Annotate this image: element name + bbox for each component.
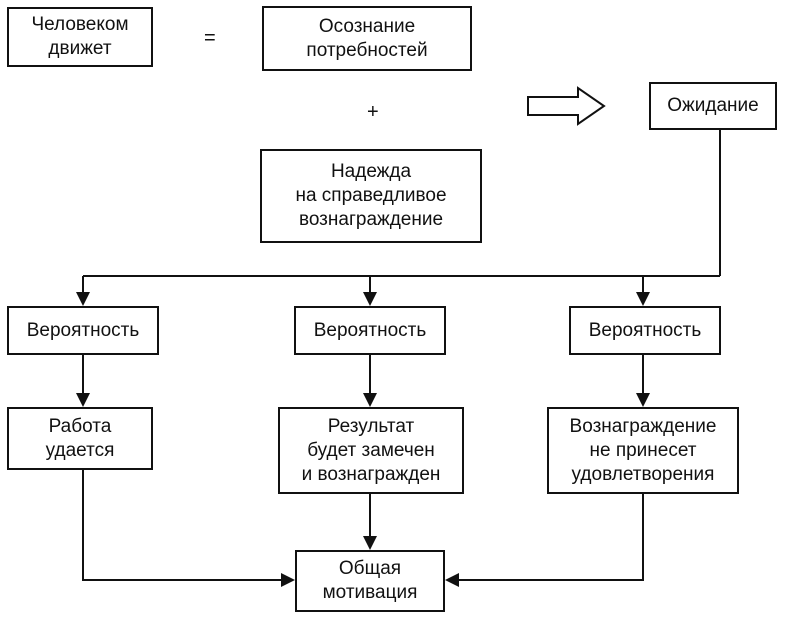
connector-work-to-total: [82, 470, 281, 581]
motivates-box: Человеком движет: [7, 7, 153, 67]
work-succeeds-box: Работа удается: [7, 407, 153, 470]
connector-reward-to-total: [459, 494, 644, 581]
plus-sign: +: [367, 101, 379, 123]
reward-unsatisfying-box: Вознаграждение не принесет удовлетворени…: [547, 407, 739, 494]
arrowhead-work: [76, 393, 90, 407]
expectation-box: Ожидание: [649, 82, 777, 130]
result-noticed-box: Результат будет замечен и вознагражден: [278, 407, 464, 494]
total-motivation-box: Общая мотивация: [295, 550, 445, 612]
probability-box-3: Вероятность: [569, 306, 721, 355]
arrowhead-result: [363, 393, 377, 407]
arrowhead-reward: [636, 393, 650, 407]
probability-box-1: Вероятность: [7, 306, 159, 355]
arrowhead-prob2: [363, 292, 377, 306]
arrowhead-prob1: [76, 292, 90, 306]
arrowhead-total-left: [281, 573, 295, 587]
hollow-arrow-to-expectation: [527, 86, 606, 126]
arrowhead-total-right: [445, 573, 459, 587]
arrowhead-total-top: [363, 536, 377, 550]
hope-box: Надежда на справедливое вознаграждение: [260, 149, 482, 243]
equals-sign: =: [204, 27, 216, 49]
probability-box-2: Вероятность: [294, 306, 446, 355]
arrowhead-prob3: [636, 292, 650, 306]
needs-awareness-box: Осознание потребностей: [262, 6, 472, 71]
